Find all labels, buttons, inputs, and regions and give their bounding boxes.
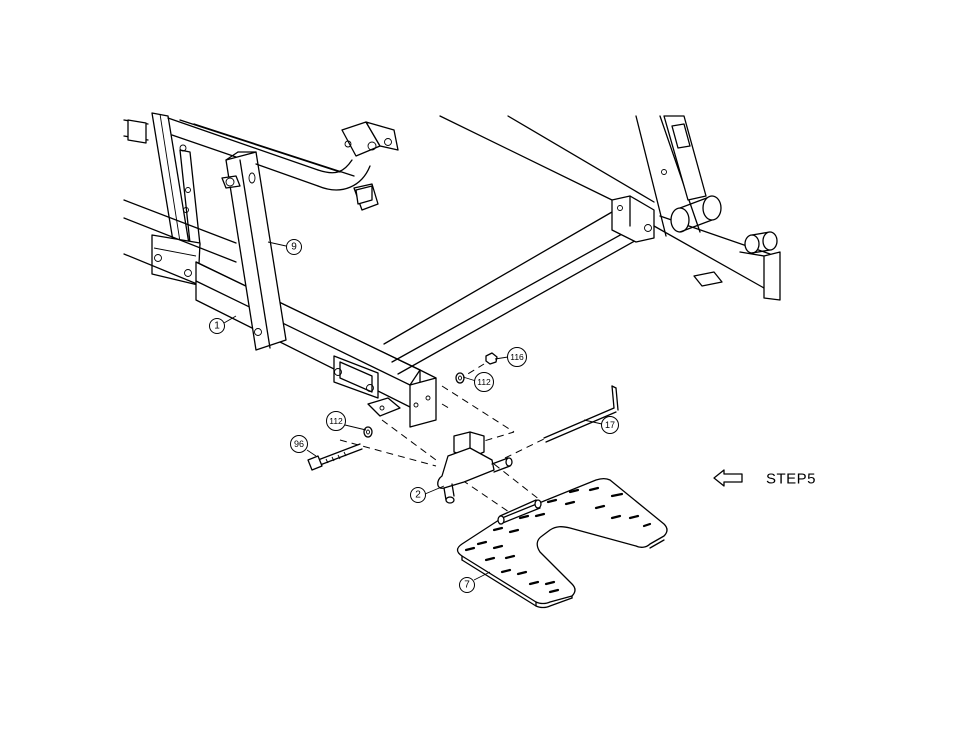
pin-part [544, 386, 618, 442]
bracket-part [438, 432, 512, 503]
main-frame-tube [196, 262, 436, 427]
callout-17-label: 17 [605, 420, 615, 430]
callout-116: 116 [508, 348, 527, 367]
step-label: STEP5 [766, 471, 816, 488]
upper-arm [168, 118, 398, 210]
callout-112-upper: 112 [475, 373, 494, 392]
callout-116-label: 116 [510, 352, 524, 362]
callout-7: 7 [460, 578, 475, 593]
step-indicator: STEP5 [714, 470, 816, 488]
right-frame [440, 116, 780, 300]
callout-96: 96 [291, 436, 308, 453]
callout-112-lower: 112 [327, 412, 346, 431]
upright-tube [222, 152, 286, 350]
callout-1-label: 1 [214, 321, 220, 332]
callout-1: 1 [210, 319, 225, 334]
callout-17: 17 [602, 417, 619, 434]
callout-7-label: 7 [464, 580, 470, 591]
foot-plate [458, 479, 668, 608]
hollow-left-arrow-icon [714, 470, 742, 486]
callout-96-label: 96 [294, 439, 304, 449]
callout-9-label: 9 [291, 242, 297, 253]
callout-112-lower-label: 112 [329, 416, 343, 426]
callout-112-upper-label: 112 [477, 377, 491, 387]
callout-2: 2 [411, 488, 426, 503]
callout-9: 9 [287, 240, 302, 255]
callout-2-label: 2 [415, 490, 421, 501]
